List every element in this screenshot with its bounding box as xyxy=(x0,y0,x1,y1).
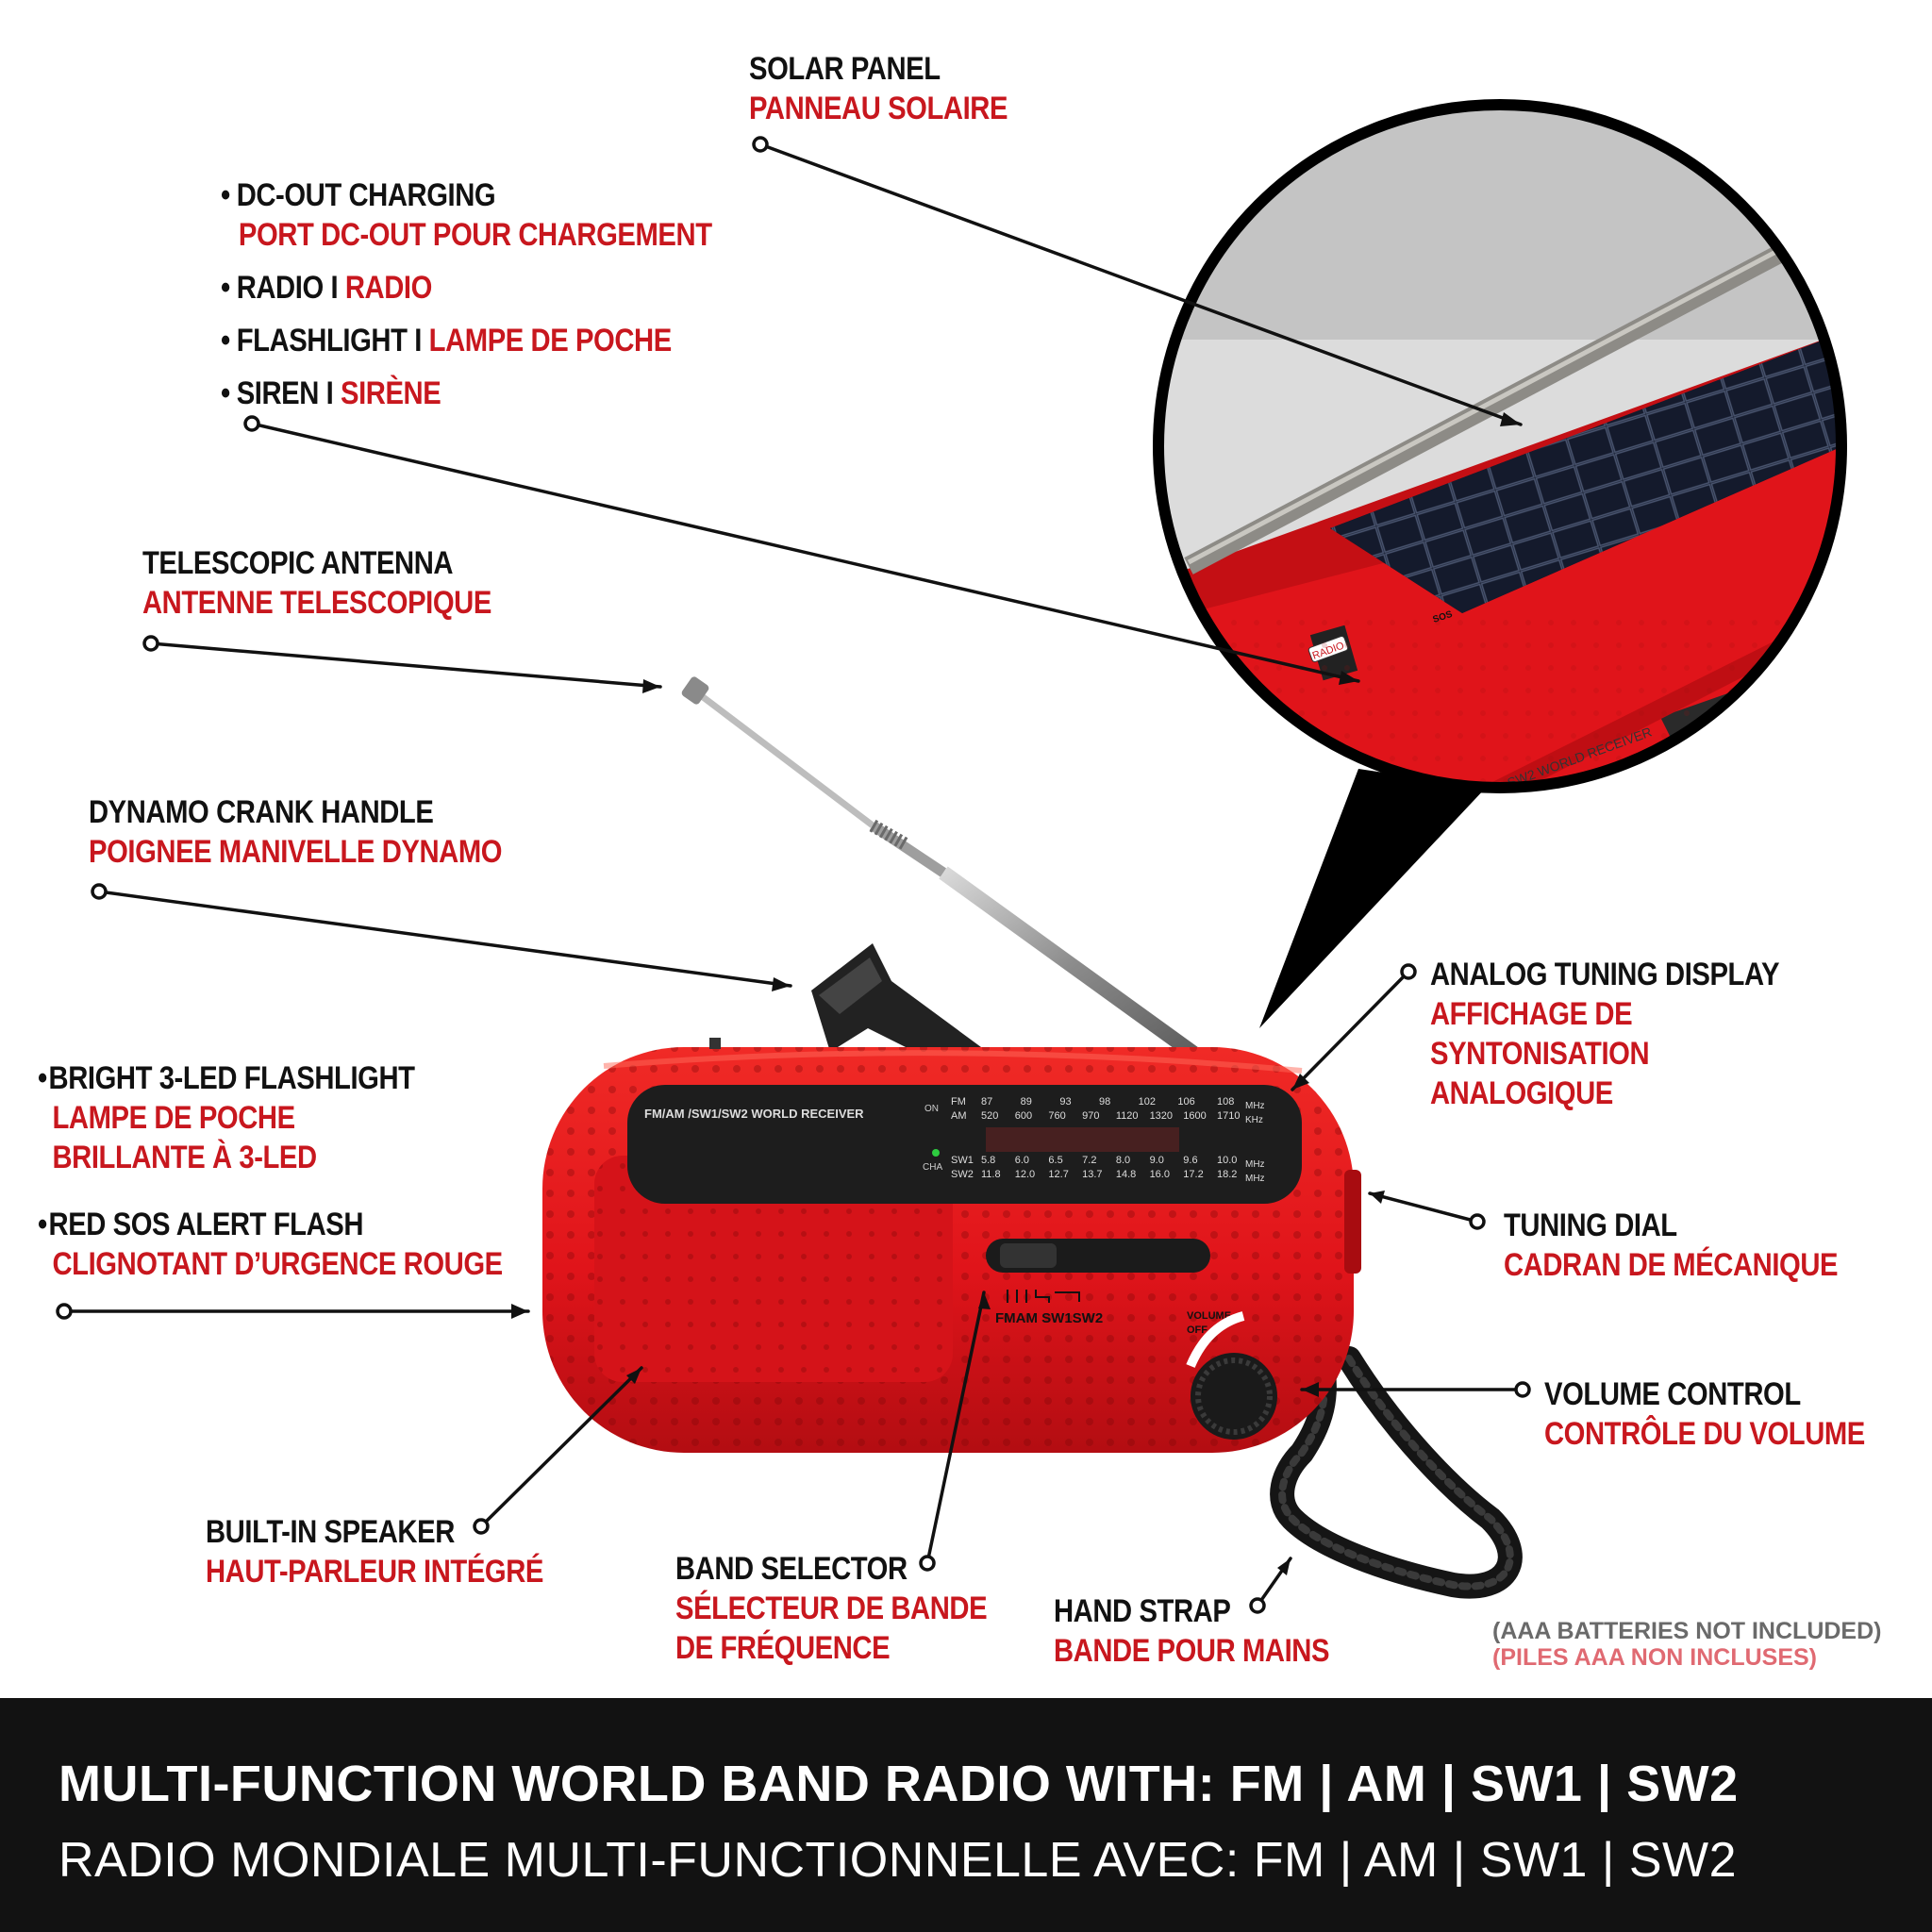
dial-scale-label: 7.2 xyxy=(1082,1155,1096,1166)
function-item-flashlight: •FLASHLIGHT I LAMPE DE POCHE xyxy=(221,323,672,358)
solar-zoom-callout: RADIO SOS SW2 WORLD RECEIVER xyxy=(1153,99,1847,1028)
dial-scale-label: 970 xyxy=(1082,1110,1099,1122)
panel-title: FM/AM /SW1/SW2 WORLD RECEIVER xyxy=(644,1107,864,1121)
svg-text:MHz: MHz xyxy=(1245,1101,1265,1111)
label-telescopic-antenna: TELESCOPIC ANTENNA ANTENNE TELESCOPIQUE xyxy=(142,545,491,621)
svg-text:MHz: MHz xyxy=(1245,1174,1265,1184)
antenna-leader xyxy=(149,641,662,689)
svg-text:FM: FM xyxy=(951,1096,966,1108)
tuning-dial xyxy=(1344,1170,1361,1274)
dial-scale-label: 11.8 xyxy=(981,1169,1001,1180)
dial-scale-label: 1120 xyxy=(1116,1110,1139,1122)
label-tuning-dial: TUNING DIAL CADRAN DE MÉCANIQUE xyxy=(1504,1208,1839,1283)
band-marks: FMAM SW1SW2 xyxy=(995,1310,1103,1326)
footer-title-fr: RADIO MONDIALE MULTI-FUNCTIONNELLE AVEC:… xyxy=(58,1833,1738,1888)
dial-scale-label: 108 xyxy=(1217,1096,1234,1108)
label-dynamo-crank: DYNAMO CRANK HANDLE POIGNEE MANIVELLE DY… xyxy=(89,794,503,870)
dial-scale-label: 520 xyxy=(981,1110,998,1122)
volume-knob xyxy=(1191,1353,1277,1440)
dial-scale-label: 5.8 xyxy=(981,1155,995,1166)
dial-scale-label: 1320 xyxy=(1150,1110,1173,1122)
dial-scale-label: 14.8 xyxy=(1116,1169,1136,1180)
dynamo-crank-handle xyxy=(811,943,981,1075)
dial-scale-label: 18.2 xyxy=(1217,1169,1237,1180)
dial-scale-label: 98 xyxy=(1099,1096,1110,1108)
dial-scale-label: 89 xyxy=(1021,1096,1032,1108)
svg-text:OFF: OFF xyxy=(1187,1324,1208,1336)
svg-text:SW1: SW1 xyxy=(951,1155,974,1166)
on-label: ON xyxy=(924,1104,939,1114)
dial-scale-label: 1710 xyxy=(1217,1110,1240,1122)
dial-scale-label: 10.0 xyxy=(1217,1155,1237,1166)
dial-scale-label: 102 xyxy=(1139,1096,1156,1108)
dial-scale-label: 6.5 xyxy=(1048,1155,1062,1166)
label-sos-flash: •RED SOS ALERT FLASH CLIGNOTANT D’URGENC… xyxy=(38,1207,503,1282)
footer-banner: MULTI-FUNCTION WORLD BAND RADIO WITH: FM… xyxy=(0,1698,1932,1932)
footer-title-en: MULTI-FUNCTION WORLD BAND RADIO WITH: FM… xyxy=(58,1756,1739,1812)
arrow-heads xyxy=(511,412,1521,1575)
dial-scale-label: 760 xyxy=(1048,1110,1065,1122)
label-band-selector: BAND SELECTOR SÉLECTEUR DE BANDE DE FRÉQ… xyxy=(675,1551,988,1666)
display-leader xyxy=(1291,970,1410,1091)
svg-text:SW2: SW2 xyxy=(951,1169,974,1180)
dial-scale-label: 1600 xyxy=(1183,1110,1206,1122)
dial-scale-label: 9.6 xyxy=(1183,1155,1197,1166)
label-analog-display: ANALOG TUNING DISPLAY AFFICHAGE DE SYNTO… xyxy=(1430,957,1780,1111)
label-hand-strap: HAND STRAP BANDE POUR MAINS xyxy=(1054,1593,1330,1669)
dial-scale-label: 13.7 xyxy=(1082,1169,1102,1180)
dial-scale-label: 12.0 xyxy=(1015,1169,1035,1180)
dial-scale-label: 16.0 xyxy=(1150,1169,1170,1180)
telescopic-antenna xyxy=(681,676,1203,1063)
svg-text:VOLUME: VOLUME xyxy=(1187,1310,1231,1322)
dial-scale-label: 9.0 xyxy=(1150,1155,1164,1166)
dial-scale-label: 93 xyxy=(1059,1096,1071,1108)
label-volume-control: VOLUME CONTROL CONTRÔLE DU VOLUME xyxy=(1544,1376,1865,1452)
function-item-siren: •SIREN I SIRÈNE xyxy=(221,375,441,411)
function-item-radio: •RADIO I RADIO xyxy=(221,270,432,306)
dial-scale-label: 106 xyxy=(1177,1096,1194,1108)
tuning-dial-leader xyxy=(1368,1191,1479,1224)
label-functions: •DC-OUT CHARGING PORT DC-OUT POUR CHARGE… xyxy=(221,175,712,413)
dial-scale-label: 12.7 xyxy=(1048,1169,1068,1180)
svg-text:AM: AM xyxy=(951,1110,967,1122)
label-solar-panel: SOLAR PANEL PANNEAU SOLAIRE xyxy=(749,51,1008,126)
crank-leader xyxy=(97,890,792,988)
dial-scale-label: 87 xyxy=(981,1096,992,1108)
label-flashlight: •BRIGHT 3-LED FLASHLIGHT LAMPE DE POCHE … xyxy=(38,1060,415,1175)
cha-label: CHA xyxy=(923,1162,942,1173)
battery-note: (AAA BATTERIES NOT INCLUDED) (PILES AAA … xyxy=(1492,1618,1882,1671)
band-marks-icon xyxy=(1007,1290,1080,1303)
dial-scale-label: 600 xyxy=(1015,1110,1032,1122)
solar-leader xyxy=(758,142,1523,426)
label-speaker: BUILT-IN SPEAKER HAUT-PARLEUR INTÉGRÉ xyxy=(206,1514,543,1590)
band-leader xyxy=(925,1291,986,1565)
speaker-leader xyxy=(479,1366,643,1528)
dial-scale-label: 6.0 xyxy=(1015,1155,1029,1166)
function-item-dc-out: •DC-OUT CHARGING PORT DC-OUT POUR CHARGE… xyxy=(221,177,712,253)
dial-scale-label: 17.2 xyxy=(1183,1169,1203,1180)
svg-text:KHz: KHz xyxy=(1245,1115,1263,1125)
svg-text:MHz: MHz xyxy=(1245,1159,1265,1170)
radio-device: FM/AM /SW1/SW2 WORLD RECEIVER ON CHA FM … xyxy=(542,676,1523,1599)
analog-tuning-display: FM/AM /SW1/SW2 WORLD RECEIVER ON CHA FM … xyxy=(627,1085,1302,1204)
functions-leader xyxy=(250,422,1360,683)
dial-scale-label: 8.0 xyxy=(1116,1155,1130,1166)
